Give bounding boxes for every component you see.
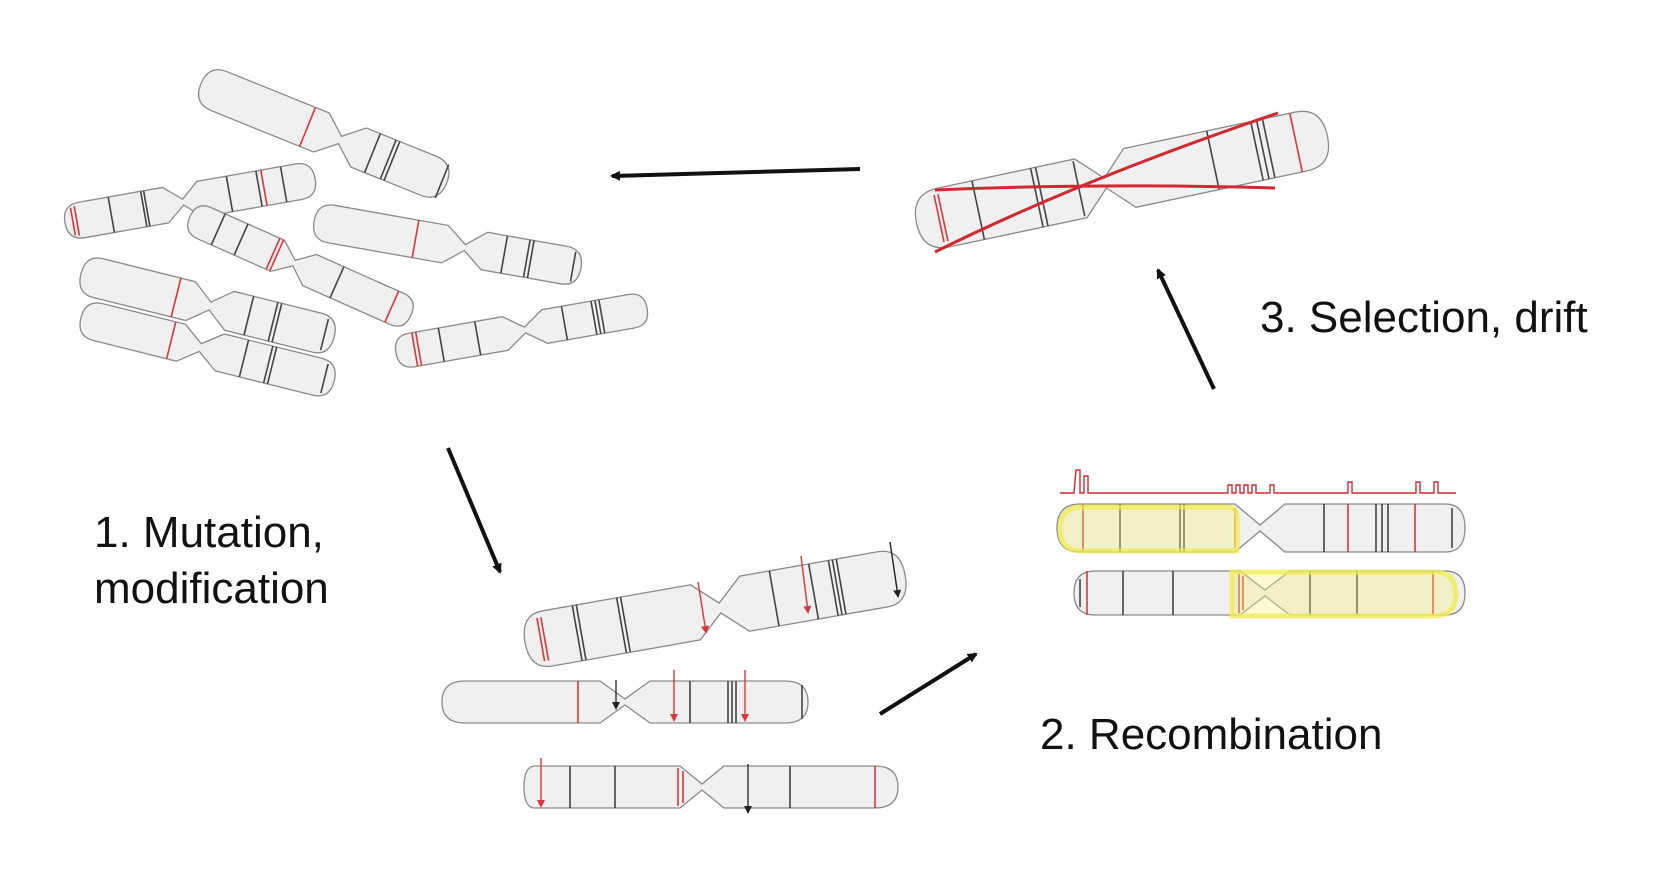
chromosome [79,257,336,354]
crossover-highlight-left [1057,504,1240,554]
label-recombination: 2. Recombination [1040,710,1383,759]
chromosome [79,302,336,397]
arrow-mutation-to-recombination [878,652,978,716]
chromosome [197,69,450,199]
selection-group [914,110,1330,254]
label-selection: 3. Selection, drift [1260,293,1588,342]
chromosome [1056,503,1466,553]
crossover-highlight-right [1229,569,1459,619]
chromosome [394,293,649,368]
mutation-marker [889,541,902,598]
chromosome [187,205,414,327]
recombination-group [1056,469,1466,619]
mutation-marker [800,555,812,614]
arrow-selection-to-population [610,167,861,181]
chromosome [63,162,317,239]
label-mutation: 1. Mutation, modification [94,505,329,617]
selection-line [934,184,1276,192]
label-mutation-line2: modification [94,564,329,613]
arrow-recombination-to-selection [1156,268,1216,390]
crossover-profile [1060,469,1456,494]
chromosome [441,680,809,724]
chromosome [523,765,899,809]
chromosome [914,110,1330,249]
chromosome [523,550,907,668]
selection-line [934,111,1279,254]
arrow-population-to-mutation [446,447,502,574]
mutation-group [441,541,907,814]
label-mutation-line1: 1. Mutation, [94,508,324,557]
population-group [63,69,649,397]
chromosome [312,204,583,285]
mutation-marker [697,581,710,634]
